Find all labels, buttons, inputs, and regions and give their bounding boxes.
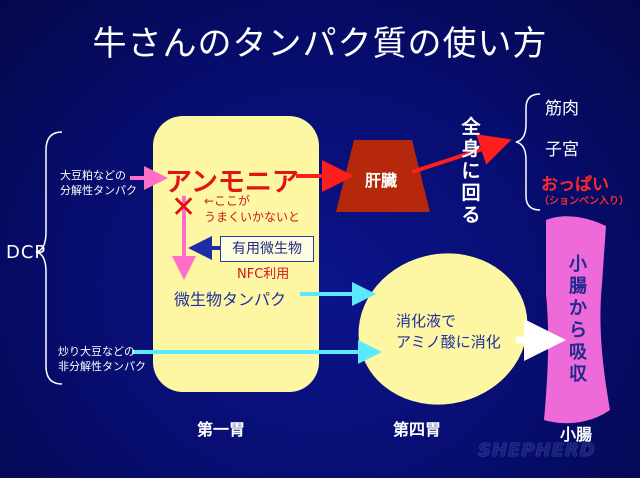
milk-note: （ションベン入り） bbox=[539, 196, 629, 207]
absorption-char: 吸 bbox=[569, 342, 587, 363]
abomasum-label: 第四胃 bbox=[393, 420, 442, 439]
circulation-char: 回 bbox=[461, 182, 481, 204]
circulation-char: に bbox=[461, 160, 481, 182]
absorption-char: 腸 bbox=[569, 276, 587, 297]
diagram-title: 牛さんのタンパク質の使い方 bbox=[92, 24, 548, 64]
liver-label: 肝臓 bbox=[365, 171, 398, 190]
small-intestine-label: 小腸 bbox=[560, 425, 593, 444]
failure-note-line-2: うまくいかないと bbox=[204, 210, 301, 224]
undegradable-protein-label: 炒り大豆などの 非分解性タンパク bbox=[58, 344, 146, 374]
abomasum-description: 消化液で アミノ酸に消化 bbox=[396, 311, 501, 353]
absorption-char: 小 bbox=[569, 254, 587, 275]
failure-note-line-1: ←ここが bbox=[204, 194, 251, 208]
absorption-vertical-text: 小 腸 か ら 吸 収 bbox=[568, 254, 588, 386]
degradable-line-1: 大豆粕などの bbox=[60, 169, 126, 182]
liver-shape bbox=[336, 140, 430, 212]
circulation-char: る bbox=[461, 204, 481, 226]
shepherd-watermark: SHEPHERD bbox=[478, 440, 596, 461]
degradable-protein-label: 大豆粕などの 分解性タンパク bbox=[60, 168, 137, 198]
undegradable-line-2: 非分解性タンパク bbox=[58, 360, 146, 373]
absorption-char: か bbox=[569, 298, 587, 319]
microbial-protein-label: 微生物タンパク bbox=[174, 290, 287, 309]
liver-to-body-arrow bbox=[411, 134, 512, 174]
rumen-label: 第一胃 bbox=[197, 420, 246, 439]
nfc-usage-label: NFC利用 bbox=[237, 267, 290, 282]
ammonia-label: アンモニア bbox=[165, 167, 299, 198]
degradable-line-2: 分解性タンパク bbox=[60, 184, 137, 197]
circulation-char: 身 bbox=[461, 138, 481, 160]
undegradable-line-1: 炒り大豆などの bbox=[58, 345, 135, 358]
small-intestine-shape bbox=[544, 216, 610, 424]
abomasum-line-2: アミノ酸に消化 bbox=[396, 333, 501, 351]
dcp-brace bbox=[35, 131, 63, 385]
circulation-char: 全 bbox=[461, 116, 481, 138]
destinations-brace bbox=[515, 93, 541, 211]
destination-muscle: 筋肉 bbox=[545, 99, 579, 119]
destination-milk: おっぱい bbox=[541, 175, 609, 195]
failure-note: ←ここが うまくいかないと bbox=[204, 193, 300, 225]
failure-cross-mark: ✕ bbox=[171, 190, 197, 225]
abomasum-line-1: 消化液で bbox=[396, 312, 457, 330]
absorption-char: ら bbox=[569, 320, 587, 341]
absorption-char: 収 bbox=[569, 364, 587, 385]
circulation-vertical-text: 全 身 に 回 る bbox=[459, 116, 483, 226]
destination-uterus: 子宮 bbox=[545, 140, 579, 160]
dcp-label: DCP bbox=[6, 242, 47, 263]
useful-microbes-box: 有用微生物 bbox=[220, 236, 314, 262]
